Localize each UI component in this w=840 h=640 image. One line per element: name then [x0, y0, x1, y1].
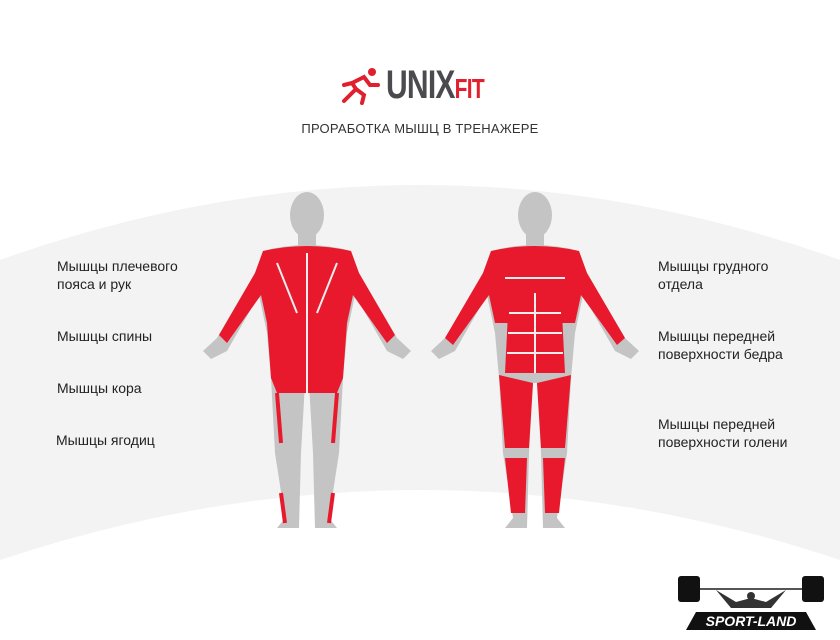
brand-name: UNIX	[386, 62, 455, 107]
page-subtitle: ПРОРАБОТКА МЫШЦ В ТРЕНАЖЕРЕ	[301, 121, 539, 136]
runner-icon	[342, 68, 380, 105]
back-body-figure	[203, 192, 411, 528]
sport-land-logo: SPORT-LAND	[678, 576, 824, 630]
label-core: Мышцы кора	[57, 380, 142, 396]
label-back: Мышцы спины	[57, 328, 153, 344]
front-shin-muscles	[505, 458, 565, 513]
unixfit-logo: UNIXFIT	[340, 62, 540, 108]
sport-land-text: SPORT-LAND	[706, 613, 797, 629]
brand-suffix: FIT	[454, 72, 485, 104]
label-glutes: Мышцы ягодиц	[56, 432, 155, 448]
front-body-figure	[431, 192, 639, 528]
front-thigh-muscles	[499, 375, 571, 448]
